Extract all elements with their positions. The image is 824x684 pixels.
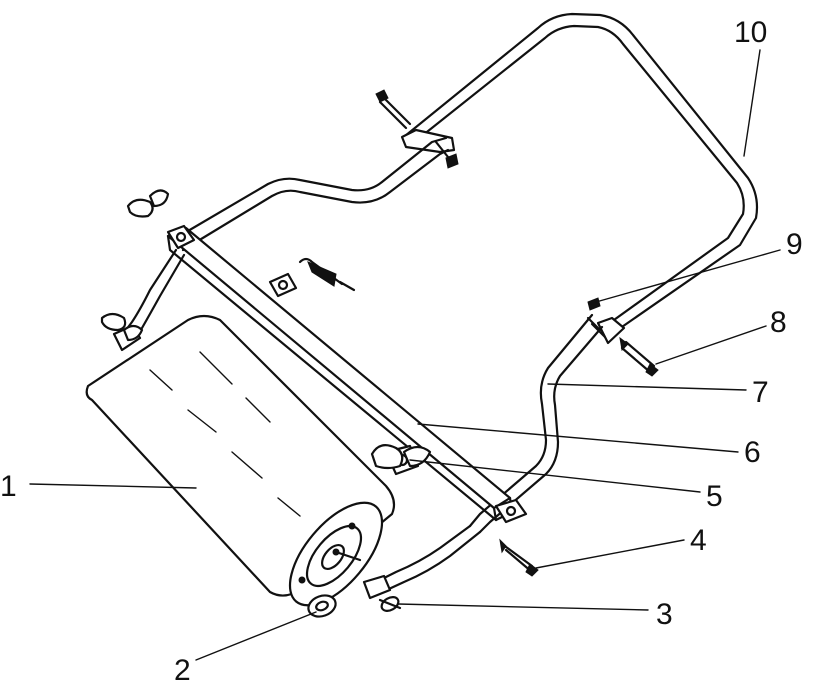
- label-part-10: 10: [734, 16, 767, 49]
- lower-handle: [112, 136, 604, 600]
- upper-handle: [400, 12, 759, 345]
- bolt-top: [375, 89, 412, 130]
- label-part-8: 8: [770, 306, 787, 339]
- wing-nut-top-left: [126, 189, 170, 218]
- label-part-2: 2: [174, 654, 191, 684]
- bolt-middle: [298, 257, 356, 292]
- label-part-9: 9: [786, 228, 803, 261]
- roller-drum: [85, 314, 396, 607]
- leader-lines: [29, 49, 781, 661]
- part-labels: 1 2 3 4 5 6 7 8 9 10: [0, 16, 803, 684]
- label-part-5: 5: [706, 480, 723, 513]
- wing-nut-part-5: [370, 443, 432, 470]
- washer-part-2: [307, 594, 337, 618]
- bolt-part-4: [499, 538, 539, 577]
- label-part-6: 6: [744, 436, 761, 469]
- label-part-3: 3: [656, 598, 673, 631]
- bolt-part-8: [619, 336, 659, 377]
- wing-nut-part-3: [378, 596, 402, 612]
- nut-part-9: [587, 297, 601, 311]
- label-part-7: 7: [752, 376, 769, 409]
- nut-top-joint: [434, 140, 459, 169]
- wing-nut-left-fork: [100, 312, 144, 342]
- label-part-4: 4: [690, 524, 707, 557]
- label-part-1: 1: [0, 470, 17, 503]
